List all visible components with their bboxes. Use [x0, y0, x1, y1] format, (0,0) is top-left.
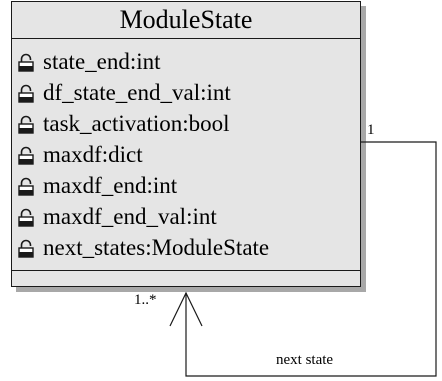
source-multiplicity-label: 1	[367, 122, 375, 138]
class-name: ModuleState	[12, 2, 360, 39]
attributes-compartment: state_end:int df_state_end_val:int task_ac…	[12, 39, 360, 271]
lock-icon	[18, 52, 34, 72]
class-box-modulestate[interactable]: ModuleState state_end:int df_state_end_va…	[11, 1, 361, 287]
association-role-label: next state	[276, 352, 334, 368]
target-multiplicity-label: 1..*	[134, 292, 157, 308]
attribute-row[interactable]: state_end:int	[12, 46, 360, 77]
attribute-text: maxdf_end:int	[43, 172, 178, 198]
attribute-text: df_state_end_val:int	[43, 79, 231, 105]
attribute-text: maxdf_end_val:int	[43, 203, 217, 229]
navigability-arrowhead	[169, 291, 203, 327]
self-association-line	[185, 141, 437, 377]
attribute-text: maxdf:dict	[43, 141, 143, 167]
attribute-row[interactable]: maxdf_end:int	[12, 170, 360, 201]
attribute-row[interactable]: task_activation:bool	[12, 108, 360, 139]
lock-icon	[18, 114, 34, 134]
lock-icon	[18, 176, 34, 196]
attribute-text: next_states:ModuleState	[43, 234, 270, 260]
attribute-text: task_activation:bool	[43, 110, 230, 136]
lock-icon	[18, 83, 34, 103]
attribute-row[interactable]: next_states:ModuleState	[12, 232, 360, 263]
lock-icon	[18, 238, 34, 258]
attribute-row[interactable]: df_state_end_val:int	[12, 77, 360, 108]
lock-icon	[18, 145, 34, 165]
lock-icon	[18, 207, 34, 227]
attribute-row[interactable]: maxdf:dict	[12, 139, 360, 170]
attribute-text: state_end:int	[43, 48, 161, 74]
attribute-row[interactable]: maxdf_end_val:int	[12, 201, 360, 232]
